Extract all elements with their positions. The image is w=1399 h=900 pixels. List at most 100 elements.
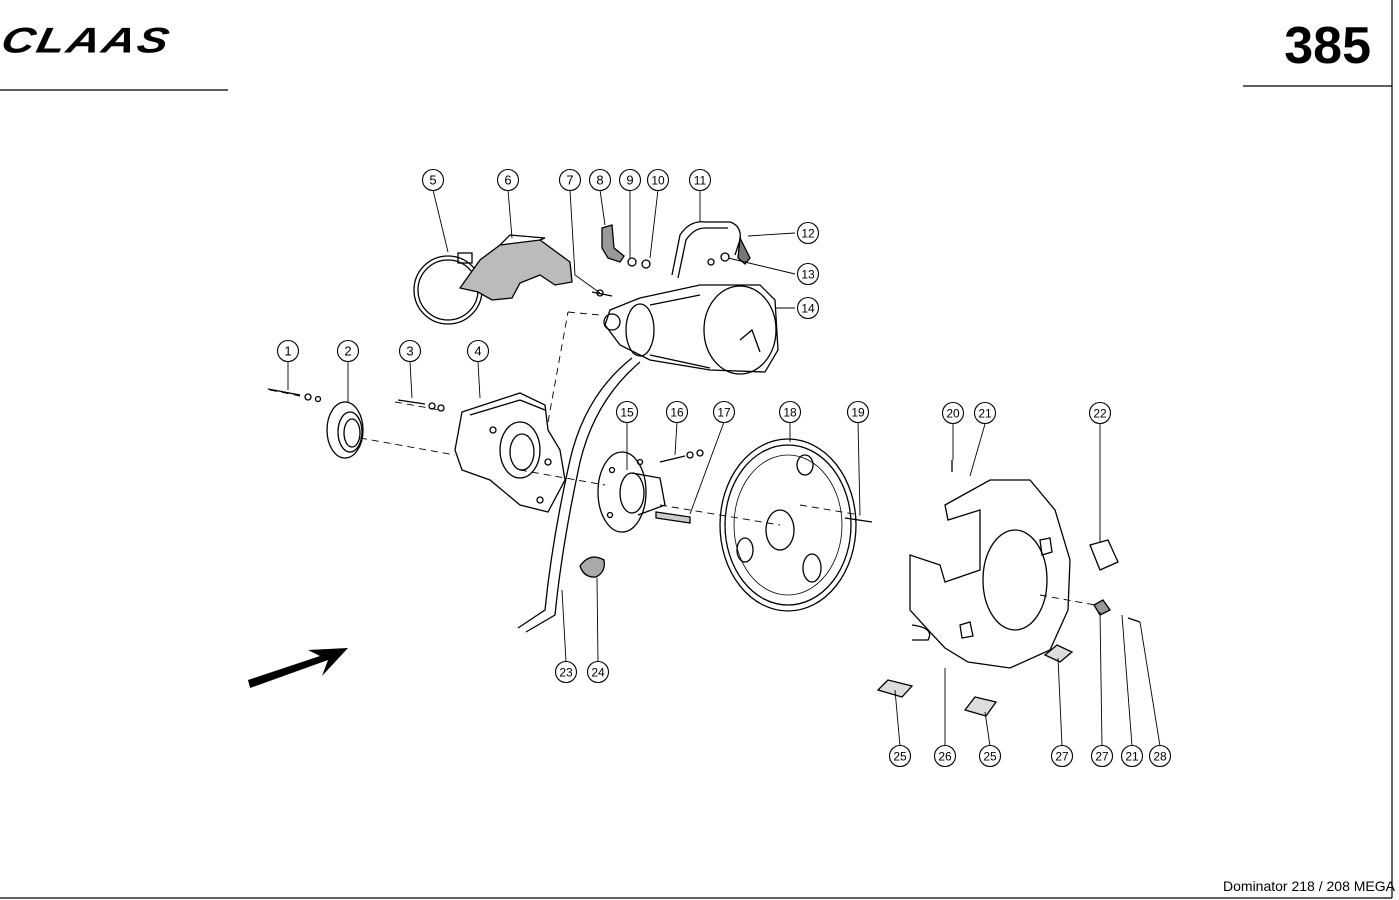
callout-circle — [466, 339, 490, 363]
callout-15: 15 — [615, 400, 639, 424]
callout-circle — [554, 660, 578, 684]
part-19-bolt — [844, 517, 873, 523]
callout-circle — [421, 168, 445, 192]
callout-circle — [688, 168, 712, 192]
part-1-bolt — [267, 388, 322, 403]
callout-circle — [336, 339, 360, 363]
callout-number: 11 — [694, 174, 707, 188]
part-2-seal — [326, 401, 364, 459]
part-24-grommet — [579, 556, 605, 578]
callout-circle — [888, 744, 912, 768]
callout-circle — [665, 400, 689, 424]
callout-4: 4 — [466, 339, 490, 363]
callout-20: 20 — [941, 401, 965, 425]
part-27-nut — [1093, 599, 1111, 616]
callout-10: 10 — [646, 168, 670, 192]
callout-13: 13 — [796, 262, 820, 286]
part-23-cable — [517, 357, 641, 633]
callout-circle — [646, 168, 670, 192]
callout-number: 7 — [566, 173, 573, 188]
callout-1: 1 — [276, 339, 300, 363]
callout-number: 10 — [651, 174, 665, 188]
part-22-plate — [1089, 539, 1119, 571]
parts-drawing — [267, 189, 1161, 747]
callout-circle — [933, 744, 957, 768]
callout-9: 9 — [618, 168, 642, 192]
callout-number: 28 — [1153, 750, 1167, 764]
callout-12: 12 — [796, 221, 820, 245]
callout-circle — [1088, 401, 1112, 425]
callout-25: 25 — [978, 744, 1002, 768]
part-10-washer — [641, 259, 651, 269]
callout-25: 25 — [888, 744, 912, 768]
callout-17: 17 — [712, 400, 736, 424]
callout-27: 27 — [1050, 744, 1074, 768]
part-18-ring-gear — [719, 438, 857, 612]
callout-circle — [1050, 744, 1074, 768]
callout-circle — [846, 400, 870, 424]
callout-6: 6 — [496, 168, 520, 192]
part-25-bracket-a — [876, 679, 914, 698]
callout-number: 14 — [801, 302, 815, 316]
callout-circle — [778, 400, 802, 424]
callout-number: 2 — [344, 344, 351, 359]
part-4-housing — [454, 392, 566, 513]
callout-number: 21 — [1125, 750, 1139, 764]
callout-number: 12 — [801, 227, 815, 241]
callout-circle — [1090, 744, 1114, 768]
callout-circle — [796, 221, 820, 245]
callout-number: 25 — [983, 750, 997, 764]
callout-number: 18 — [783, 406, 797, 420]
callout-number: 26 — [938, 750, 952, 764]
part-8-nipple — [601, 224, 625, 263]
callout-circle — [978, 744, 1002, 768]
callout-11: 11 — [688, 168, 712, 192]
callout-18: 18 — [778, 400, 802, 424]
part-16-bolt — [659, 449, 704, 463]
callout-number: 13 — [801, 268, 815, 282]
part-14-starter — [603, 284, 779, 375]
callout-circle — [586, 660, 610, 684]
callout-circle — [796, 296, 820, 320]
part-11-cable — [671, 221, 741, 279]
model-caption: Dominator 218 / 208 MEGA — [1223, 878, 1395, 894]
callout-circle — [796, 262, 820, 286]
callout-circle — [1148, 744, 1172, 768]
callout-circle — [558, 168, 582, 192]
callout-21: 21 — [973, 401, 997, 425]
part-27-bracket — [1043, 644, 1074, 663]
callout-number: 4 — [474, 344, 481, 359]
callout-21: 21 — [1120, 744, 1144, 768]
callout-28: 28 — [1148, 744, 1172, 768]
part-13-nut — [707, 252, 730, 266]
callout-number: 25 — [893, 750, 907, 764]
part-9-washer — [627, 257, 637, 267]
direction-arrow — [248, 648, 348, 688]
callout-number: 19 — [851, 406, 865, 420]
callout-23: 23 — [554, 660, 578, 684]
callout-number: 15 — [620, 406, 634, 420]
callout-number: 27 — [1055, 750, 1069, 764]
callout-27: 27 — [1090, 744, 1114, 768]
callout-circle — [1120, 744, 1144, 768]
callout-number: 27 — [1095, 750, 1109, 764]
part-7-screw — [591, 289, 613, 297]
part-12-terminal — [737, 235, 751, 265]
callout-2: 2 — [336, 339, 360, 363]
part-6-bracket — [458, 234, 573, 301]
callout-14: 14 — [796, 296, 820, 320]
callout-number: 1 — [284, 344, 291, 359]
callout-24: 24 — [586, 660, 610, 684]
callout-7: 7 — [558, 168, 582, 192]
callout-3: 3 — [398, 339, 422, 363]
part-15-flange — [597, 451, 666, 533]
callout-number: 8 — [596, 173, 603, 188]
callout-circle — [276, 339, 300, 363]
part-26-cover — [909, 479, 1071, 669]
callout-number: 9 — [626, 173, 633, 188]
callout-number: 23 — [559, 666, 573, 680]
